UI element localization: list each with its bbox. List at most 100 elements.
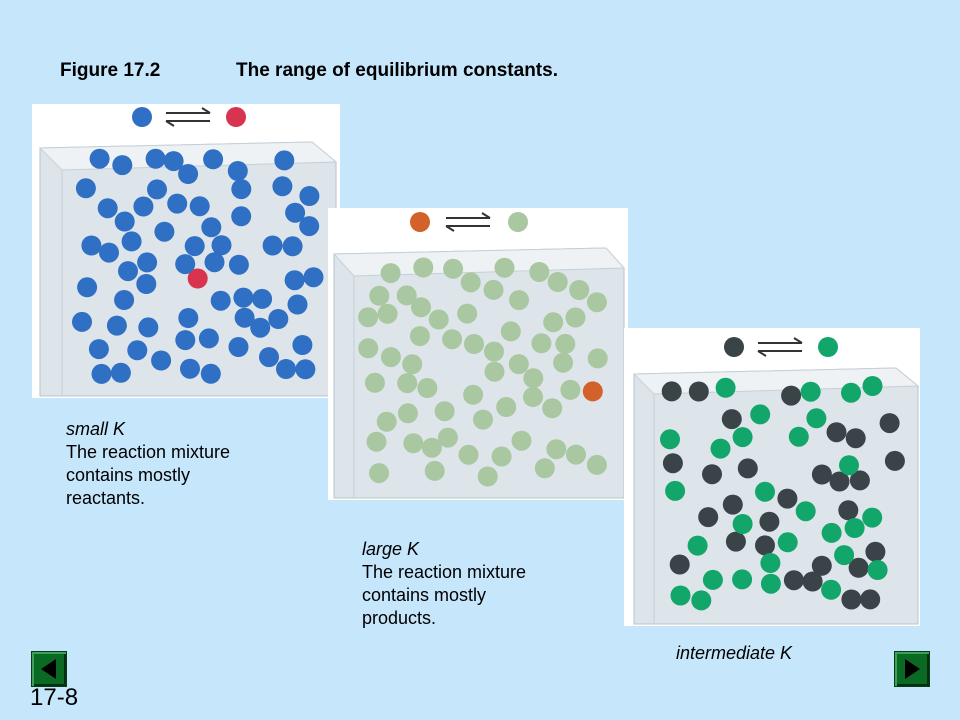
molecule: [97, 198, 118, 219]
molecule: [732, 427, 753, 448]
molecule: [691, 590, 712, 611]
molecule: [715, 377, 736, 398]
panel-intermediate-k: [624, 328, 920, 626]
molecule: [151, 350, 172, 371]
molecule: [428, 309, 449, 330]
molecule: [484, 361, 505, 382]
molecule: [376, 411, 397, 432]
molecule: [732, 514, 753, 534]
molecule: [760, 553, 781, 573]
molecule: [546, 439, 567, 460]
molecule: [88, 339, 109, 360]
molecule: [204, 252, 225, 273]
minor-molecule: [848, 557, 869, 578]
molecule: [496, 397, 517, 417]
molecule: [460, 272, 481, 293]
minor-molecule: [826, 422, 847, 443]
molecule: [511, 430, 532, 451]
caption-heading: small K: [66, 419, 126, 439]
molecule: [137, 252, 158, 273]
minor-molecule: [802, 571, 823, 592]
molecule: [91, 363, 112, 384]
molecule: [566, 444, 586, 465]
molecule: [210, 290, 231, 311]
molecule: [421, 437, 442, 458]
minor-molecule: [879, 413, 900, 434]
molecule: [112, 155, 133, 176]
minor-molecule: [661, 381, 682, 402]
molecule: [75, 178, 96, 199]
molecule: [396, 285, 417, 306]
caption-line: contains mostly: [362, 585, 487, 605]
molecule: [81, 235, 102, 256]
figure-heading: The range of equilibrium constants.: [236, 60, 558, 81]
caption-line: reactants.: [66, 488, 146, 508]
molecule: [292, 335, 313, 355]
molecule: [262, 235, 283, 256]
molecule: [732, 569, 753, 590]
minor-molecule: [722, 494, 743, 515]
molecule: [834, 545, 855, 566]
triangle-left-icon: [41, 659, 56, 679]
caption-intermediate-k: intermediate K: [676, 642, 792, 665]
molecule: [534, 458, 555, 479]
molecule: [231, 179, 252, 200]
minor-molecule: [777, 488, 798, 509]
molecule: [358, 307, 379, 328]
minor-molecule: [669, 554, 690, 575]
panel-small-k: [32, 104, 340, 398]
minor-molecule: [688, 381, 709, 402]
next-slide-button[interactable]: [894, 651, 930, 687]
molecule: [529, 262, 550, 282]
molecule: [114, 290, 135, 310]
molecule: [287, 294, 308, 315]
molecule: [299, 186, 320, 206]
molecule: [750, 404, 771, 425]
molecule: [178, 308, 199, 328]
molecule: [424, 460, 445, 481]
molecule: [702, 569, 723, 590]
previous-slide-button[interactable]: [31, 651, 67, 687]
molecule: [184, 236, 205, 257]
reactant-molecule-icon: [132, 107, 152, 127]
molecule: [755, 481, 775, 502]
molecule: [844, 518, 865, 538]
molecule: [303, 267, 324, 288]
molecule: [531, 333, 552, 354]
molecule: [106, 315, 127, 336]
molecule: [369, 285, 390, 306]
caption-line: contains mostly: [66, 465, 191, 485]
minor-molecule: [865, 541, 886, 562]
molecule: [839, 455, 859, 476]
molecule: [121, 231, 142, 252]
molecule: [443, 258, 464, 279]
molecule: [586, 454, 607, 475]
molecule: [77, 277, 98, 298]
molecule: [500, 321, 521, 342]
molecule: [228, 337, 249, 357]
molecule: [553, 352, 574, 373]
molecule: [274, 150, 295, 171]
molecule: [483, 279, 504, 300]
minor-molecule: [884, 450, 905, 471]
molecule: [687, 535, 708, 556]
molecule: [402, 354, 423, 375]
molecule: [272, 176, 293, 197]
molecule: [110, 362, 131, 383]
molecule: [377, 303, 398, 324]
equilibrium-arrows-icon: [757, 337, 803, 357]
molecule: [250, 317, 271, 338]
molecule: [494, 257, 515, 278]
molecule: [259, 347, 279, 368]
molecule: [434, 401, 455, 422]
equilibrium-equation: [724, 337, 838, 357]
molecule: [523, 368, 544, 389]
molecule: [806, 408, 827, 429]
molecule: [560, 379, 581, 400]
molecule: [800, 381, 821, 402]
molecule: [364, 372, 385, 393]
minor-molecule: [737, 458, 758, 479]
molecule: [547, 272, 568, 292]
molecule: [777, 532, 798, 553]
